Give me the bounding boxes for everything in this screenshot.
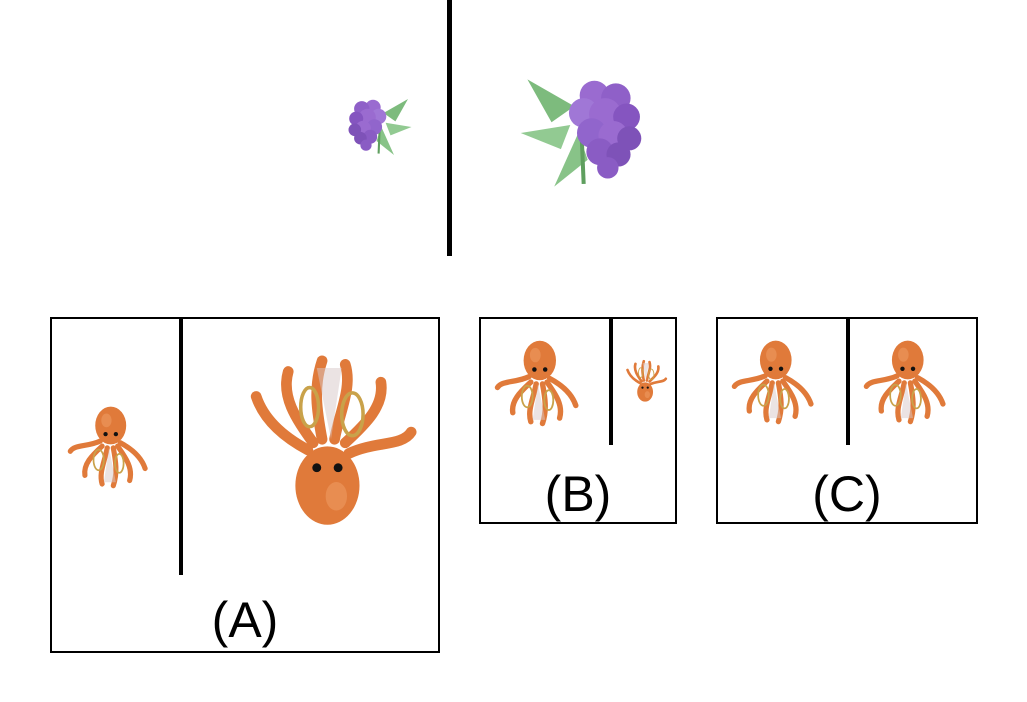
- octopus-icon: [66, 397, 152, 497]
- option-c-divider: [846, 319, 850, 445]
- option-c-label: (C): [812, 466, 882, 522]
- grape-icon: [344, 92, 416, 162]
- example-pair: [0, 0, 1027, 260]
- option-a-divider: [179, 319, 183, 575]
- option-a-label: (A): [211, 592, 279, 648]
- octopus-icon: [624, 355, 668, 407]
- example-divider: [447, 0, 452, 256]
- octopus-icon: [862, 331, 950, 433]
- option-b-label: (B): [544, 466, 612, 522]
- octopus-icon: [730, 331, 818, 433]
- octopus-icon: [493, 331, 583, 435]
- option-b-panel[interactable]: (B): [479, 317, 677, 524]
- octopus-icon: [238, 343, 424, 539]
- option-b-divider: [609, 319, 613, 445]
- option-c-panel[interactable]: (C): [716, 317, 978, 524]
- grape-icon: [514, 66, 648, 200]
- option-a-panel[interactable]: (A): [50, 317, 440, 653]
